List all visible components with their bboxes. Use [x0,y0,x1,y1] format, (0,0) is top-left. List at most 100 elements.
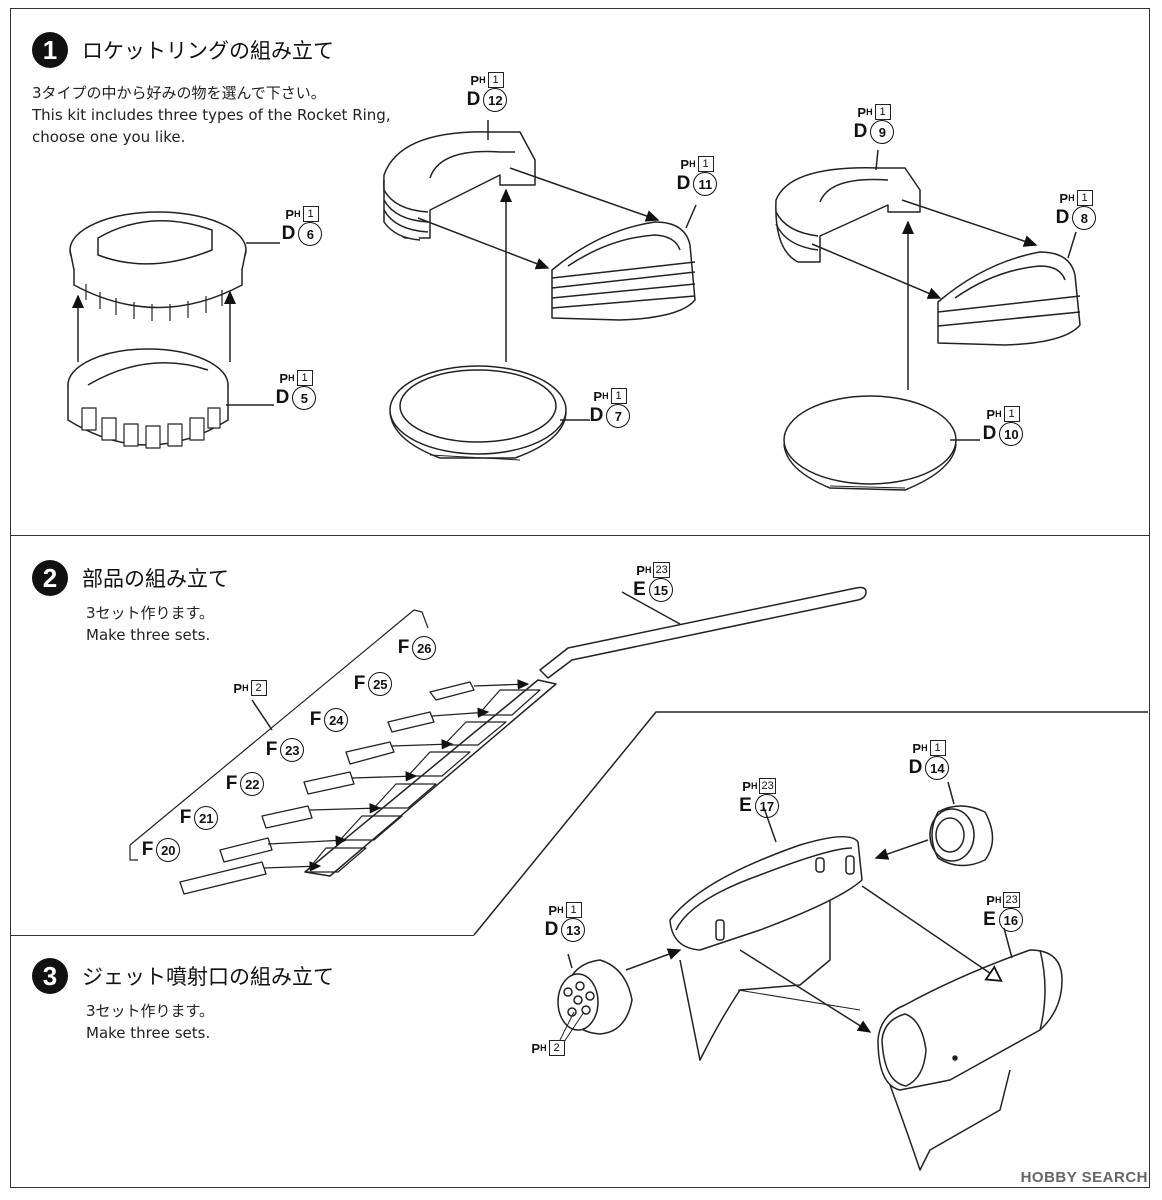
ph-prefix: P [548,902,558,918]
part-letter: F [225,773,238,794]
ph-sub: H [994,895,1002,905]
ph-number: 1 [929,740,946,756]
ph-sub: H [242,683,249,693]
step-3-title: ジェット噴射口の組み立て [82,965,334,989]
part-letter: F [397,637,410,658]
step-2-note-ja: 3セット作ります。 [86,604,215,622]
step-1-note: 3タイプの中から好みの物を選んで下さい。 This kit includes t… [32,82,452,148]
step-3-note-ja: 3セット作ります。 [86,1002,215,1020]
ph-prefix: P [593,388,603,404]
part-circled-number: 8 [1072,206,1097,230]
part-circled-number: 16 [998,908,1023,932]
step-3-note: 3セット作ります。 Make three sets. [86,1000,386,1044]
ph-sub: H [479,75,486,85]
fin-set [179,681,475,895]
ph-prefix: P [742,778,751,794]
section-divider-1 [10,535,1150,536]
ph-number: 1 [487,72,504,88]
ph-prefix: P [857,104,867,120]
step-2-note-en: Make three sets. [86,626,211,644]
ph-prefix: P [279,370,289,386]
part-letter: D [853,121,868,142]
step-1-note-ja: 3タイプの中から好みの物を選んで下さい。 [32,84,326,102]
part-circled-number: 17 [754,794,779,818]
part-circled-number: 13 [561,918,586,942]
part-circled-number: 24 [324,708,349,732]
step-1-note-en-1: This kit includes three types of the Roc… [32,106,391,124]
part-letter: D [281,223,296,244]
step-1-note-en-2: choose one you like. [32,128,186,146]
part-circled-number: 25 [368,672,393,696]
part-circled-number: 12 [483,88,508,112]
ring-d7-bottom [389,365,567,461]
part-circled-number: 11 [693,172,718,196]
ph-prefix: P [986,892,995,908]
part-letter: E [633,579,646,600]
instruction-frame [10,8,1150,1188]
ph-number: 1 [302,206,319,222]
ring-d12-half [383,131,536,241]
part-circled-number: 10 [999,422,1024,446]
part-letter: F [309,709,322,730]
ph-number: 1 [874,104,891,120]
ph-number: 1 [1003,406,1020,422]
ph-number: 23 [759,778,776,794]
step-2-note: 3セット作ります。 Make three sets. [86,602,386,646]
step-2-title: 部品の組み立て [82,567,229,591]
ph-sub: H [866,107,873,117]
ph-prefix: P [470,72,480,88]
ph-prefix: P [636,562,645,578]
part-letter: F [179,807,192,828]
ph-prefix: P [531,1040,541,1056]
part-circled-number: 23 [280,738,305,762]
part-letter: F [141,839,154,860]
ph-sub: H [540,1043,547,1053]
ph-number: 1 [296,370,313,386]
ph-prefix: P [285,206,295,222]
part-circled-number: 22 [240,772,265,796]
part-letter: E [983,909,996,930]
part-circled-number: 26 [412,636,437,660]
watermark: HOBBY SEARCH [1020,1169,1148,1186]
nozzle-d14 [929,805,994,867]
step-1-badge: 1 [32,32,68,68]
part-letter: D [1055,207,1070,228]
part-letter: E [739,795,752,816]
section-divider-2 [10,935,474,936]
step-3-badge: 3 [32,958,68,994]
part-circled-number: 15 [648,578,673,602]
step-1-title: ロケットリングの組み立て [82,39,334,63]
